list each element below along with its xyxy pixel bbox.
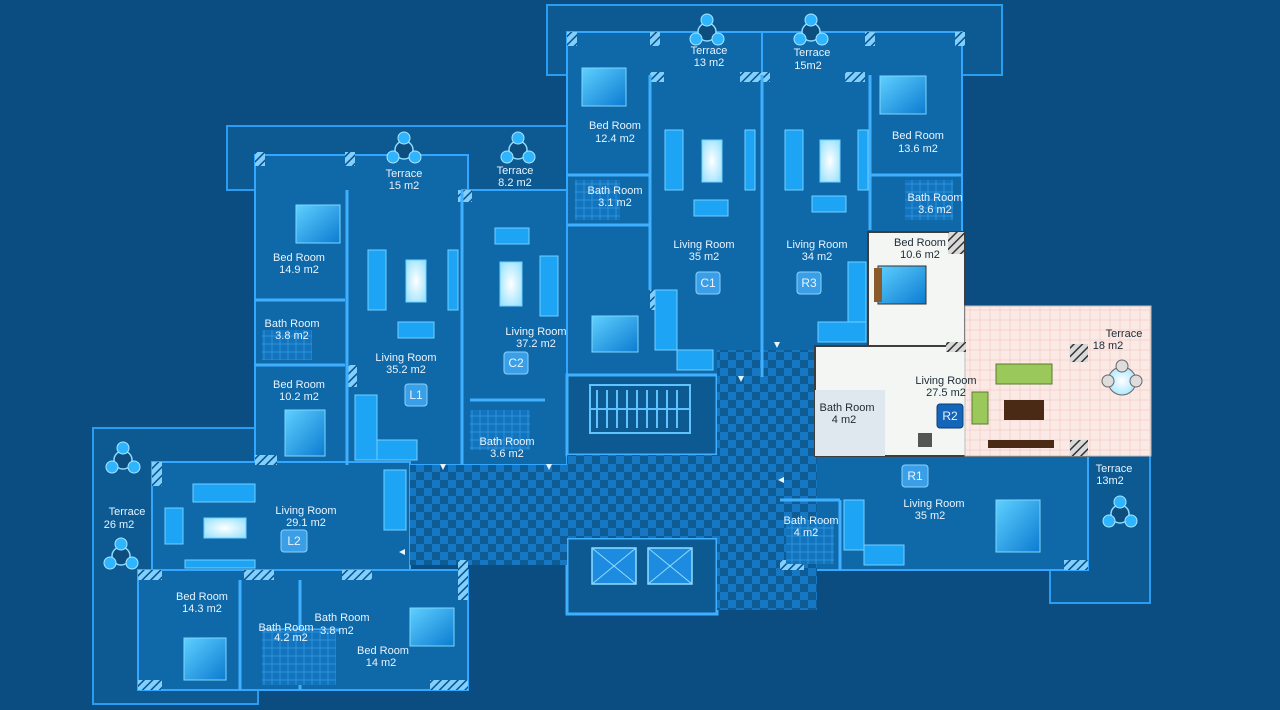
room-area: 4.2 m2	[274, 632, 308, 644]
room-name: Bed Room	[894, 237, 946, 249]
room-name: Bath Room	[479, 436, 534, 448]
corridor	[410, 350, 817, 610]
room-area: 34 m2	[802, 251, 833, 263]
apartment-r2[interactable]	[814, 231, 1152, 457]
room-area: 10.2 m2	[279, 391, 319, 403]
room-name: Living Room	[786, 239, 847, 251]
room-area: 3.8 m2	[320, 625, 354, 637]
room-name: Bed Room	[589, 120, 641, 132]
room-area: 4 m2	[794, 527, 818, 539]
terrace-table-icon	[1101, 359, 1143, 396]
room-name: Living Room	[915, 375, 976, 387]
room-area: 3.8 m2	[275, 330, 309, 342]
room-name: Terrace	[691, 45, 728, 57]
room-area: 3.6 m2	[490, 448, 524, 460]
room-area: 26 m2	[104, 519, 135, 531]
svg-text:R1: R1	[907, 469, 923, 483]
svg-text:R3: R3	[801, 276, 817, 290]
interior-walls	[238, 75, 962, 690]
stairs	[589, 384, 691, 434]
room-area: 3.6 m2	[918, 204, 952, 216]
room-area: 27.5 m2	[926, 387, 966, 399]
room-area: 14.9 m2	[279, 264, 319, 276]
room-name: Terrace	[794, 47, 831, 59]
room-area: 37.2 m2	[516, 338, 556, 350]
room-name: Living Room	[275, 505, 336, 517]
room-name: Bath Room	[314, 612, 369, 624]
room-area: 13.6 m2	[898, 143, 938, 155]
room-area: 4 m2	[832, 414, 856, 426]
room-area: 29.1 m2	[286, 517, 326, 529]
elevators	[591, 547, 693, 585]
svg-text:C2: C2	[508, 356, 524, 370]
unit-tag-r2[interactable]: R2	[936, 403, 964, 429]
room-name: Bath Room	[258, 622, 313, 634]
room-area: 35 m2	[689, 251, 720, 263]
room-name: Living Room	[375, 352, 436, 364]
wall-hatches	[138, 32, 1088, 690]
svg-text:L2: L2	[287, 534, 301, 548]
svg-text:C1: C1	[700, 276, 716, 290]
room-area: 15 m2	[389, 180, 420, 192]
room-name: Terrace	[109, 506, 146, 518]
room-area: 10.6 m2	[900, 249, 940, 261]
room-labels: Terrace 15 m2 Terrace 8.2 m2 Terrace 13 …	[104, 45, 1143, 669]
room-area: 18 m2	[1093, 340, 1124, 352]
room-area: 8.2 m2	[498, 177, 532, 189]
room-name: Bath Room	[264, 318, 319, 330]
room-area: 14.3 m2	[182, 603, 222, 615]
room-area: 13m2	[1096, 475, 1124, 487]
room-area: 14 m2	[366, 657, 397, 669]
room-name: Bed Room	[273, 252, 325, 264]
unit-tag-c2[interactable]: C2	[503, 351, 529, 375]
room-name: Bath Room	[907, 192, 962, 204]
room-area: 3.1 m2	[598, 197, 632, 209]
room-area: 35 m2	[915, 510, 946, 522]
room-area: 35.2 m2	[386, 364, 426, 376]
unit-tag-l2[interactable]: L2	[280, 529, 308, 553]
room-name: Terrace	[1106, 328, 1143, 340]
furniture	[164, 67, 1041, 685]
room-name: Bath Room	[587, 185, 642, 197]
room-name: Bed Room	[892, 130, 944, 142]
room-name: Bath Room	[783, 515, 838, 527]
unit-tag-r1[interactable]: R1	[901, 464, 929, 488]
svg-text:L1: L1	[409, 388, 423, 402]
room-area: 13 m2	[694, 57, 725, 69]
room-name: Terrace	[386, 168, 423, 180]
unit-tag-c1[interactable]: C1	[695, 271, 721, 295]
room-area: 15m2	[794, 60, 822, 72]
room-name: Living Room	[505, 326, 566, 338]
room-name: Terrace	[497, 165, 534, 177]
room-name: Living Room	[903, 498, 964, 510]
room-name: Bed Room	[176, 591, 228, 603]
entrance-arrows	[399, 342, 784, 555]
svg-text:R2: R2	[942, 409, 958, 423]
room-name: Bed Room	[273, 379, 325, 391]
unit-tags: L1 C2 C1 R3 R2 R1 L2	[280, 271, 964, 553]
room-name: Terrace	[1096, 463, 1133, 475]
unit-tag-r3[interactable]: R3	[796, 271, 822, 295]
room-name: Bed Room	[357, 645, 409, 657]
room-area: 12.4 m2	[595, 133, 635, 145]
room-name: Bath Room	[819, 402, 874, 414]
room-name: Living Room	[673, 239, 734, 251]
unit-tag-l1[interactable]: L1	[404, 383, 428, 407]
